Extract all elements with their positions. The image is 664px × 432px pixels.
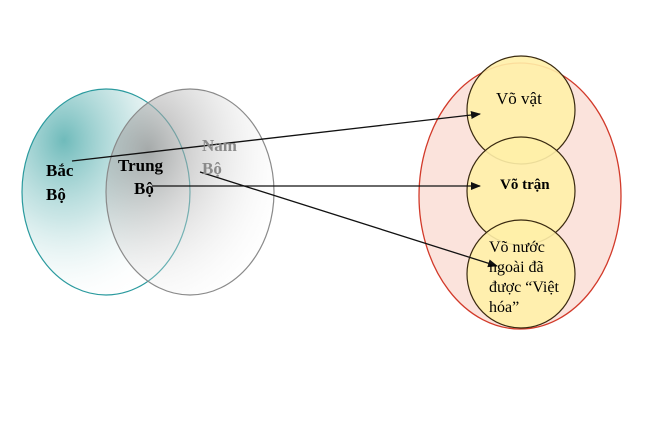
- nam-bo-label-line2: Bộ: [202, 159, 222, 178]
- nam-bo-circle: [105, 88, 275, 296]
- trung-bo-label-line2: Bộ: [134, 179, 154, 198]
- trung-bo-label-line1: Trung: [118, 156, 164, 175]
- vo-tran-label-line1: Võ trận: [500, 177, 550, 193]
- vo-nuoc-ngoai-label: Võ nước ngoài đã được “Việt hóa”: [489, 239, 563, 316]
- trung-bo-label: Trung Bộ: [118, 156, 167, 198]
- bac-bo-label: Bắc Bộ: [46, 161, 78, 204]
- vo-nuoc-ngoai-label-line1: Võ nước: [489, 239, 545, 256]
- vo-nuoc-ngoai-circle: [466, 219, 576, 329]
- vo-tran-label: Võ trận: [500, 177, 550, 193]
- regions-venn: [21, 88, 275, 296]
- vo-vat-label: Võ vật: [496, 89, 542, 108]
- arrow-nam-to-vo-nuoc-ngoai: [199, 171, 498, 268]
- arrows: [71, 111, 498, 268]
- bac-bo-label-line2: Bộ: [46, 185, 66, 204]
- vo-nuoc-ngoai-label-line3: được “Việt: [489, 279, 559, 296]
- styles-group: [418, 55, 622, 330]
- arrow-bac-to-vo-vat: [71, 111, 481, 162]
- vo-nuoc-ngoai-label-line4: hóa”: [489, 299, 519, 316]
- bac-bo-label-line1: Bắc: [46, 161, 74, 180]
- vo-nuoc-ngoai-label-line2: ngoài đã: [489, 259, 544, 276]
- vo-vat-label-line1: Võ vật: [496, 89, 542, 108]
- nam-bo-label: Nam Bộ: [202, 136, 241, 178]
- nam-bo-label-line1: Nam: [202, 136, 237, 155]
